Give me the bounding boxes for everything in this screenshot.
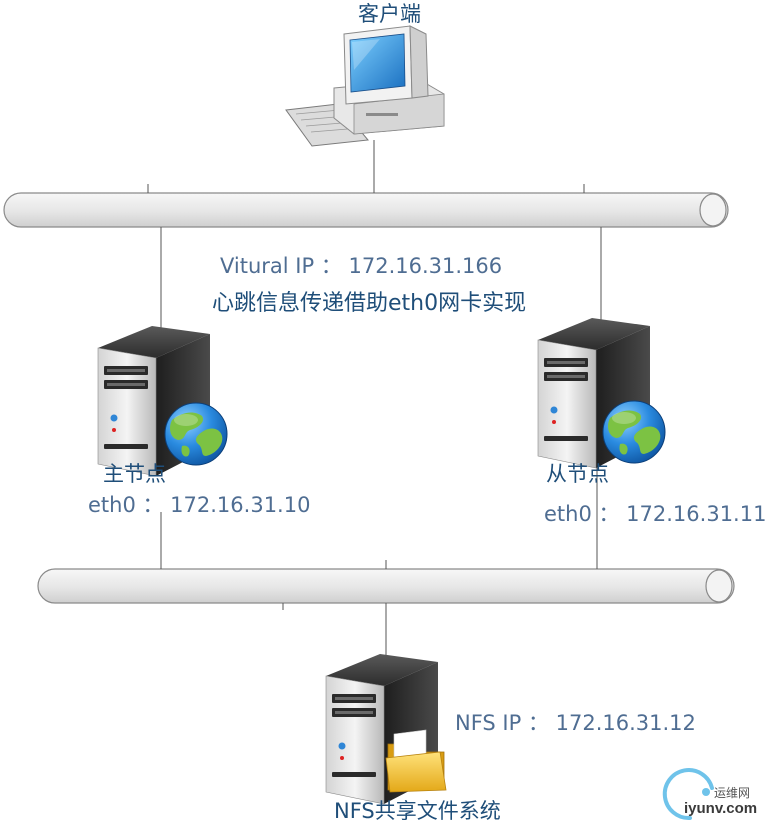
desktop-computer-icon	[285, 25, 445, 147]
nfs-label: NFS共享文件系统	[334, 799, 501, 823]
client-label: 客户端	[358, 2, 421, 26]
heartbeat-label: 心跳信息传递借助eth0网卡实现	[212, 291, 527, 316]
virtual-ip-label: Vitural IP ： 172.16.31.166	[220, 254, 503, 278]
slave-globe-icon	[602, 400, 666, 464]
nfs-ip-label: NFS IP ： 172.16.31.12	[455, 711, 696, 735]
master-globe-icon	[164, 402, 228, 466]
slave-ip-label: eth0 ： 172.16.31.11	[544, 502, 767, 526]
slave-node-label: 从节点	[546, 462, 609, 486]
watermark-url: iyunv.com	[684, 800, 758, 817]
top-network-bus	[3, 192, 729, 228]
watermark-cn: 运维网	[714, 786, 751, 800]
bottom-network-bus	[37, 568, 735, 604]
master-ip-label: eth0 ： 172.16.31.10	[88, 493, 311, 517]
folder-icon	[385, 729, 447, 793]
watermark-logo-icon	[662, 768, 714, 821]
master-node-label: 主节点	[103, 462, 166, 486]
